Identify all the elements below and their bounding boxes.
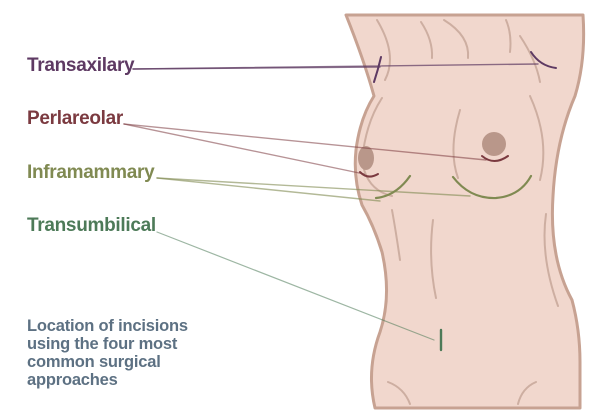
right-shoulder-fold: [505, 19, 512, 53]
left-arm-crease-2: [420, 21, 434, 59]
inframammary-leader-left: [156, 177, 381, 202]
transaxillary-incision-right: [530, 51, 557, 69]
periareolar-leader-right: [123, 123, 487, 161]
periareolar-incision-left: [359, 171, 379, 178]
left-areola: [358, 146, 374, 170]
right-arm-crease: [519, 35, 541, 83]
right-waist-line: [543, 213, 559, 307]
groin-left: [387, 381, 411, 405]
left-shoulder-fold: [443, 19, 470, 59]
right-breast-outer: [529, 95, 545, 181]
inframammary-incision-left: [374, 174, 412, 200]
transumbilical-leader: [156, 231, 435, 341]
caption-line: common surgical: [27, 353, 161, 371]
right-breast-contour: [452, 109, 461, 179]
inframammary-incision-right: [451, 174, 533, 200]
caption-line: using the four most: [27, 335, 178, 353]
caption-line: Location of incisions: [27, 317, 188, 335]
right-areola: [482, 132, 506, 156]
transaxillary-label: Transaxilary: [27, 55, 135, 76]
periareolar-label: Perlareolar: [27, 108, 123, 129]
torso-outline: [344, 13, 586, 410]
periareolar-leader-left: [123, 123, 365, 175]
left-arm-crease: [376, 19, 391, 81]
inframammary-leader-right: [156, 177, 471, 197]
groin-right: [517, 381, 537, 405]
transaxillary-incision-left: [373, 56, 382, 83]
abdomen-center-line: [430, 219, 437, 299]
caption-line: approaches: [27, 371, 118, 389]
transaxillary-leader-right: [132, 63, 539, 70]
periareolar-incision-right: [481, 155, 509, 162]
transumbilical-label: Transumbilical: [27, 215, 156, 236]
diagram-caption: Location of incisions using the four mos…: [27, 317, 247, 389]
left-waist-line: [391, 209, 401, 261]
inframammary-label: Inframammary: [27, 162, 155, 183]
